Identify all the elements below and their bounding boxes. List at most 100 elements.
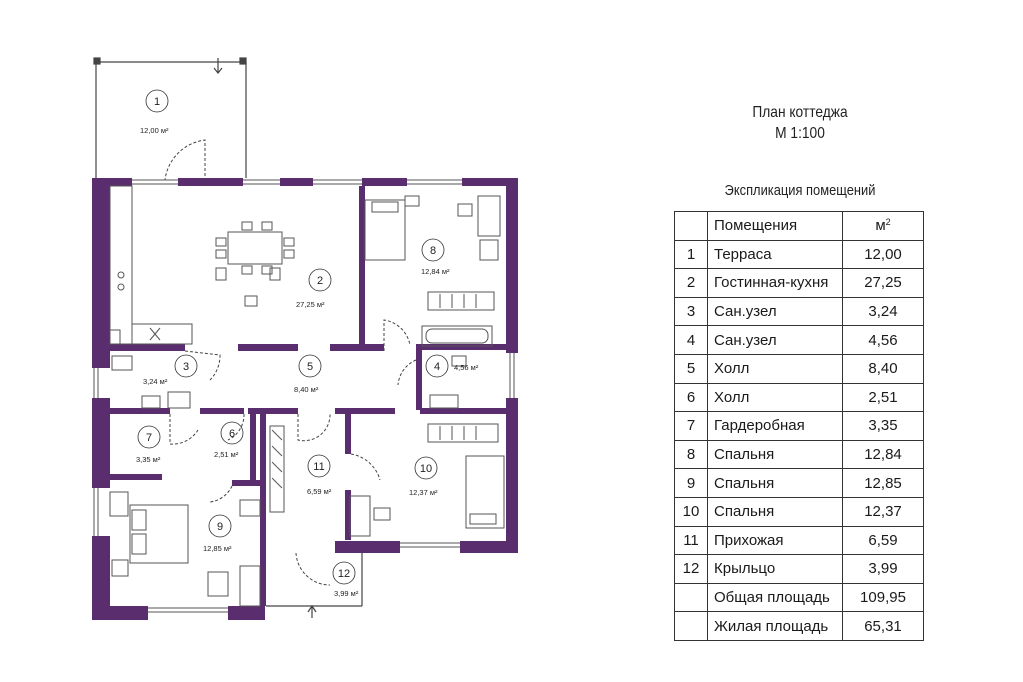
svg-text:7: 7 [146,432,152,444]
svg-text:3,35 м²: 3,35 м² [136,455,161,464]
row-num: 3 [674,296,708,327]
table-row: 11 Прихожая 6,59 [674,525,924,556]
total-area-row: Общая площадь 109,95 [674,582,924,613]
terrace [93,57,247,178]
svg-text:12: 12 [338,568,350,580]
header-unit-cell: м2 [842,211,924,241]
row-num: 2 [674,268,708,298]
table-row: 6 Холл 2,51 [674,382,924,413]
svg-text:4,56 м²: 4,56 м² [454,363,479,372]
walls [92,178,518,620]
header-unit-sup: 2 [885,217,891,228]
row-name: Прихожая [707,525,843,556]
row-area: 6,59 [842,525,924,556]
header-unit: м [875,217,886,235]
row-num-empty [674,611,708,641]
furniture [109,185,505,607]
room-label-10: 10 12,37 м² [409,456,438,497]
room-label-4: 4 4,56 м² [425,354,479,378]
row-name: Гардеробная [707,411,843,441]
room-label-11: 11 6,59 м² [307,454,332,496]
table-row: 9 Спальня 12,85 [674,468,924,498]
living-area-row: Жилая площадь 65,31 [674,611,924,641]
windows [93,179,515,613]
row-num-empty [674,582,708,613]
row-name: Жилая площадь [707,611,843,641]
room-label-8: 8 12,84 м² [421,238,450,276]
svg-text:8: 8 [430,245,436,257]
row-area: 2,51 [842,382,924,413]
row-name: Сан.узел [707,325,843,355]
row-area: 12,85 [842,468,924,498]
svg-text:3,24 м²: 3,24 м² [143,377,168,386]
room-label-1: 1 12,00 м² [140,89,169,135]
row-num: 9 [674,468,708,498]
row-name: Крыльцо [707,554,843,584]
explication-table: Помещения м2 1 Терраса 12,00 2 Гостинная… [674,211,924,641]
svg-text:1: 1 [154,96,160,108]
svg-text:3: 3 [183,361,189,373]
svg-text:27,25 м²: 27,25 м² [296,300,325,309]
row-num: 7 [674,411,708,441]
svg-text:6: 6 [229,428,235,440]
row-area: 12,84 [842,439,924,470]
row-name: Общая площадь [707,582,843,613]
header-num-cell [674,211,708,241]
svg-text:5: 5 [307,361,313,373]
row-name: Спальня [707,496,843,527]
svg-text:2,51 м²: 2,51 м² [214,450,239,459]
room-label-9: 9 12,85 м² [203,514,232,553]
svg-text:3,99 м²: 3,99 м² [334,589,359,598]
table-row: 10 Спальня 12,37 [674,496,924,527]
room-label-12: 12 3,99 м² [332,561,359,598]
table-row: 1 Терраса 12,00 [674,239,924,270]
row-area: 8,40 [842,353,924,384]
door-swings [164,139,417,586]
plan-scale: М 1:100 [775,125,825,142]
row-area: 12,00 [842,239,924,270]
explication-title: Экспликация помещений [724,182,876,199]
row-num: 12 [674,554,708,584]
header-rooms-cell: Помещения [707,211,843,241]
row-name: Холл [707,353,843,384]
row-name: Сан.узел [707,296,843,327]
plan-title: План коттеджа [752,104,848,121]
row-name: Холл [707,382,843,413]
table-row: 12 Крыльцо 3,99 [674,554,924,584]
room-label-2: 2 27,25 м² [296,268,332,309]
row-name: Спальня [707,439,843,470]
table-row: 5 Холл 8,40 [674,353,924,384]
row-num: 5 [674,353,708,384]
row-num: 10 [674,496,708,527]
svg-text:12,00 м²: 12,00 м² [140,126,169,135]
table-row: 2 Гостинная-кухня 27,25 [674,268,924,298]
svg-text:11: 11 [313,461,324,473]
table-row: 7 Гардеробная 3,35 [674,411,924,441]
row-name: Терраса [707,239,843,270]
room-label-7: 7 3,35 м² [136,425,161,464]
porch [266,553,363,618]
row-name: Гостинная-кухня [707,268,843,298]
svg-text:12,84 м²: 12,84 м² [421,267,450,276]
row-area: 65,31 [842,611,924,641]
room-label-6: 6 2,51 м² [214,421,244,459]
table-row: 4 Сан.узел 4,56 [674,325,924,355]
svg-text:8,40 м²: 8,40 м² [294,385,319,394]
svg-text:12,37 м²: 12,37 м² [409,488,438,497]
row-num: 6 [674,382,708,413]
room-label-5: 5 8,40 м² [294,354,322,394]
row-area: 12,37 [842,496,924,527]
table-header-row: Помещения м2 [674,211,924,241]
row-name: Спальня [707,468,843,498]
row-area: 3,35 [842,411,924,441]
row-num: 8 [674,439,708,470]
row-area: 3,99 [842,554,924,584]
svg-text:12,85 м²: 12,85 м² [203,544,232,553]
svg-text:10: 10 [420,463,432,475]
row-area: 109,95 [842,582,924,613]
row-area: 27,25 [842,268,924,298]
row-num: 4 [674,325,708,355]
row-num: 11 [674,525,708,556]
